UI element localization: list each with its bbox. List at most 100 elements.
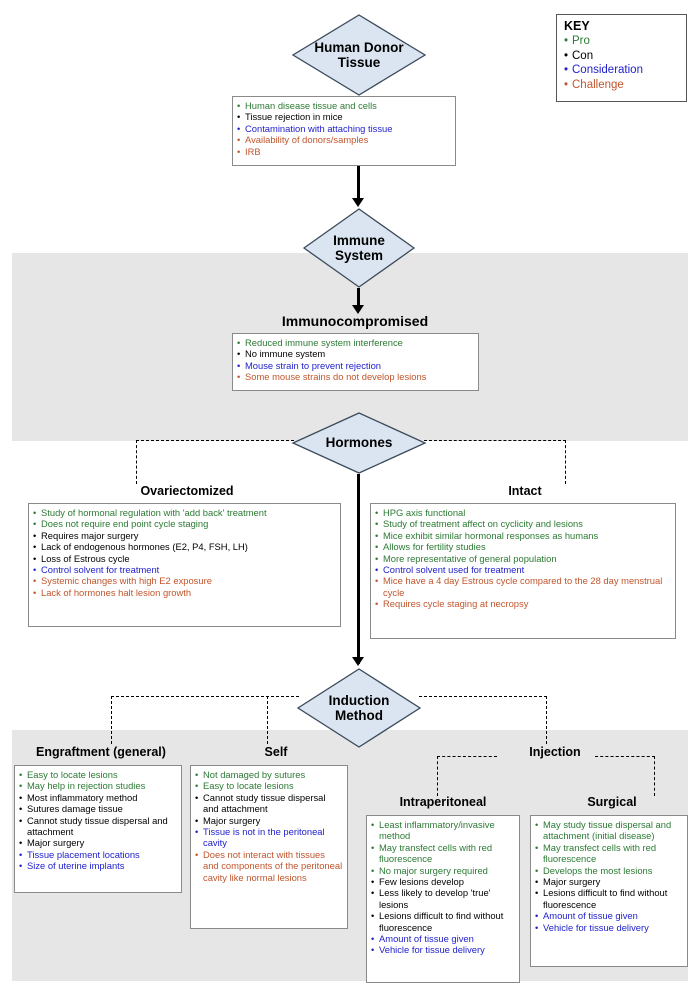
- list-item: No immune system: [237, 348, 474, 360]
- list-item: Easy to locate lesions: [19, 769, 177, 781]
- list-item: Lesions difficult to find without fluore…: [535, 887, 683, 910]
- list-item: Mice exhibit similar hormonal responses …: [375, 530, 671, 542]
- list-item: Tissue is not in the peritoneal cavity: [195, 826, 343, 849]
- list-item: More representative of general populatio…: [375, 553, 671, 565]
- list-item: Cannot study tissue dispersal and attach…: [19, 815, 177, 838]
- key-item-pro: • Pro: [564, 34, 680, 49]
- key-item-label: Challenge: [572, 78, 624, 91]
- list-item: No major surgery required: [371, 865, 515, 877]
- list-item: May help in rejection studies: [19, 780, 177, 792]
- bullet-icon: •: [564, 49, 569, 62]
- list-item: Contamination with attaching tissue: [237, 123, 451, 135]
- heading-intact: Intact: [508, 484, 542, 498]
- key-item-con: • Con: [564, 49, 680, 64]
- diamond-shape-icon: [291, 412, 427, 474]
- arrowhead-icon: [352, 657, 364, 666]
- list-item: Size of uterine implants: [19, 860, 177, 872]
- diamond-shape-icon: [291, 14, 427, 96]
- list-item: Lesions difficult to find without fluore…: [371, 910, 515, 933]
- list-item: Most inflammatory method: [19, 792, 177, 804]
- list-item: Control solvent for treatment: [33, 564, 336, 576]
- connector-induction-to-injection: [419, 696, 547, 697]
- bullet-list: Easy to locate lesionsMay help in reject…: [19, 769, 177, 872]
- diamond-shape-icon: [302, 208, 416, 288]
- list-item: Major surgery: [19, 837, 177, 849]
- node-induction-method: Induction Method: [296, 668, 422, 748]
- connector-immune-to-immunocompromised: [357, 288, 360, 310]
- list-item: Control solvent used for treatment: [375, 564, 671, 576]
- bullet-list: Study of hormonal regulation with 'add b…: [33, 507, 336, 599]
- key-item-challenge: • Challenge: [564, 78, 680, 93]
- list-item: Major surgery: [535, 876, 683, 888]
- connector-injection-to-surgical: [595, 756, 655, 757]
- bullet-list: May study tissue dispersal and attachmen…: [535, 819, 683, 933]
- heading-intraperitoneal: Intraperitoneal: [399, 795, 487, 809]
- connector-hormones-to-intact-drop: [565, 440, 566, 484]
- list-box-intraperitoneal: Least inflammatory/invasive methodMay tr…: [366, 815, 520, 983]
- connector-hormones-to-ovariectomized-drop: [136, 440, 137, 484]
- list-item: Tissue placement locations: [19, 849, 177, 861]
- connector-hormones-to-induction: [357, 474, 360, 664]
- key-item-label: Con: [572, 49, 594, 62]
- key-item-consideration: • Consideration: [564, 63, 680, 78]
- list-item: Less likely to develop 'true' lesions: [371, 887, 515, 910]
- list-item: Reduced immune system interference: [237, 337, 474, 349]
- list-item: IRB: [237, 146, 451, 158]
- connector-induction-to-self-drop: [267, 696, 268, 744]
- list-box-engraftment: Easy to locate lesionsMay help in reject…: [14, 765, 182, 893]
- list-item: Tissue rejection in mice: [237, 111, 451, 123]
- node-immune-system: Immune System: [302, 208, 416, 288]
- list-item: Lack of endogenous hormones (E2, P4, FSH…: [33, 541, 336, 553]
- list-item: May transfect cells with red fluorescenc…: [535, 842, 683, 865]
- list-item: Some mouse strains do not develop lesion…: [237, 371, 474, 383]
- bullet-list: HPG axis functionalStudy of treatment af…: [375, 507, 671, 610]
- list-box-immunocompromised: Reduced immune system interferenceNo imm…: [232, 333, 479, 391]
- list-item: May study tissue dispersal and attachmen…: [535, 819, 683, 842]
- list-item: Cannot study tissue dispersal and attach…: [195, 792, 343, 815]
- list-item: Sutures damage tissue: [19, 803, 177, 815]
- connector-injection-to-intraperitoneal: [437, 756, 497, 757]
- heading-immunocompromised: Immunocompromised: [281, 313, 429, 329]
- key-item-label: Consideration: [572, 64, 643, 76]
- list-item: HPG axis functional: [375, 507, 671, 519]
- list-item: Study of treatment affect on cyclicity a…: [375, 518, 671, 530]
- heading-surgical: Surgical: [587, 795, 637, 809]
- connector-induction-to-engraftment-drop: [111, 696, 112, 744]
- connector-injection-to-intraperitoneal-drop: [437, 756, 438, 796]
- bullet-icon: •: [564, 64, 569, 76]
- list-item: Requires major surgery: [33, 530, 336, 542]
- bullet-list: Human disease tissue and cellsTissue rej…: [237, 100, 451, 157]
- bullet-list: Not damaged by suturesEasy to locate les…: [195, 769, 343, 883]
- bullet-list: Reduced immune system interferenceNo imm…: [237, 337, 474, 383]
- bullet-icon: •: [564, 35, 569, 47]
- list-item: Mouse strain to prevent rejection: [237, 360, 474, 372]
- heading-self: Self: [264, 745, 288, 759]
- connector-induction-to-engraftment: [111, 696, 299, 697]
- list-item: Not damaged by sutures: [195, 769, 343, 781]
- list-item: Human disease tissue and cells: [237, 100, 451, 112]
- list-item: Few lesions develop: [371, 876, 515, 888]
- heading-engraftment: Engraftment (general): [36, 745, 166, 759]
- connector-injection-to-surgical-drop: [654, 756, 655, 796]
- connector-hormones-to-ovariectomized: [136, 440, 294, 441]
- diamond-shape-icon: [296, 668, 422, 748]
- list-item: Availability of donors/samples: [237, 134, 451, 146]
- arrowhead-icon: [352, 305, 364, 314]
- node-human-donor-tissue: Human Donor Tissue: [291, 14, 427, 96]
- heading-injection-text: Injection: [524, 745, 586, 759]
- list-item: Major surgery: [195, 815, 343, 827]
- heading-ovariectomized: Ovariectomized: [140, 484, 234, 498]
- list-item: Requires cycle staging at necropsy: [375, 598, 671, 610]
- list-item: Allows for fertility studies: [375, 541, 671, 553]
- connector-induction-to-injection-drop: [546, 696, 547, 744]
- heading-injection: Injection: [430, 745, 680, 760]
- list-box-ovariectomized: Study of hormonal regulation with 'add b…: [28, 503, 341, 627]
- key-legend: KEY • Pro • Con • Consideration • Challe…: [556, 14, 687, 102]
- bullet-list: Least inflammatory/invasive methodMay tr…: [371, 819, 515, 956]
- list-item: Mice have a 4 day Estrous cycle compared…: [375, 575, 671, 598]
- list-item: Systemic changes with high E2 exposure: [33, 575, 336, 587]
- list-item: Does not require end point cycle staging: [33, 518, 336, 530]
- list-item: Amount of tissue given: [371, 933, 515, 945]
- list-box-intact: HPG axis functionalStudy of treatment af…: [370, 503, 676, 639]
- list-item: Least inflammatory/invasive method: [371, 819, 515, 842]
